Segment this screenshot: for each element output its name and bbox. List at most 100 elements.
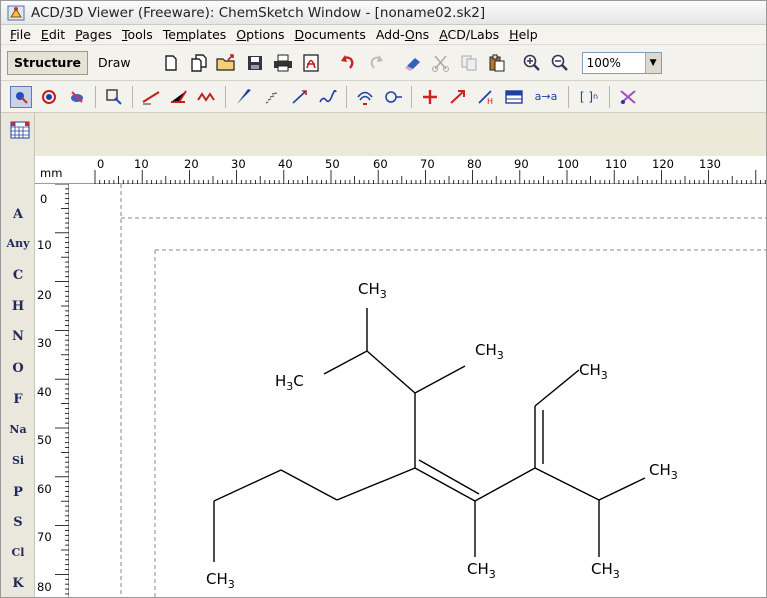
h-tick-label: 50: [325, 157, 340, 171]
v-tick-label: 50: [37, 433, 52, 447]
zoom-select[interactable]: 100% ▼: [581, 51, 662, 74]
functional-group-icon[interactable]: [382, 86, 404, 108]
h-tick-label: 0: [97, 157, 105, 171]
menu-tools[interactable]: Tools: [121, 27, 153, 42]
menu-help[interactable]: Help: [509, 27, 538, 42]
palette-element-a[interactable]: A: [12, 207, 24, 222]
single-bond-icon[interactable]: [140, 86, 162, 108]
bond[interactable]: [323, 350, 368, 375]
palette-element-c[interactable]: C: [12, 268, 24, 283]
print-icon[interactable]: [272, 52, 294, 74]
hash-bond-icon[interactable]: [261, 86, 283, 108]
atom-label[interactable]: CH3: [467, 560, 496, 581]
draw-mode-button[interactable]: Draw: [97, 55, 131, 70]
window-title: ACD/3D Viewer (Freeware): ChemSketch Win…: [31, 4, 486, 21]
palette-element-o[interactable]: O: [12, 361, 24, 376]
pdf-export-icon[interactable]: [300, 52, 322, 74]
bond[interactable]: [213, 469, 282, 502]
clean-structure-icon[interactable]: [617, 86, 639, 108]
v-tick-label: 0: [40, 192, 48, 206]
app-icon: [7, 5, 25, 21]
menu-add-ons[interactable]: Add-Ons: [375, 27, 430, 42]
chain-bond-icon[interactable]: [196, 86, 218, 108]
atom-label[interactable]: CH3: [591, 560, 620, 581]
zoom-out-icon[interactable]: [549, 52, 571, 74]
add-charge-icon[interactable]: [419, 86, 441, 108]
bond[interactable]: [366, 350, 416, 394]
menu-pages[interactable]: Pages: [75, 27, 112, 42]
bond[interactable]: [418, 459, 480, 495]
bracket-tool-icon[interactable]: [ ]n: [579, 89, 599, 104]
palette-element-k[interactable]: K: [12, 576, 24, 591]
palette-element-p[interactable]: P: [13, 485, 23, 500]
bond[interactable]: [414, 467, 476, 502]
bond[interactable]: [414, 365, 466, 394]
eraser-icon[interactable]: [402, 52, 424, 74]
h-tick-label: 30: [231, 157, 246, 171]
h-tick-label: 80: [467, 157, 482, 171]
bond[interactable]: [336, 467, 416, 501]
atom-label[interactable]: CH3: [475, 341, 504, 362]
structure-mode-button[interactable]: Structure: [7, 50, 88, 75]
h-tick-label: 10: [134, 157, 149, 171]
bond[interactable]: [280, 469, 338, 501]
atom-mapping-icon[interactable]: a→a: [534, 90, 558, 103]
menu-file[interactable]: File: [10, 27, 31, 42]
menu-documents[interactable]: Documents: [294, 27, 366, 42]
palette-element-h[interactable]: H: [11, 299, 25, 314]
atom-label[interactable]: CH3: [358, 280, 387, 301]
select-tool-icon[interactable]: [10, 85, 32, 108]
rotate-tool-icon[interactable]: [38, 86, 60, 108]
wedge-bond-icon[interactable]: [233, 86, 255, 108]
open-icon[interactable]: [216, 52, 238, 74]
ring-template-icon[interactable]: [354, 86, 376, 108]
3d-rotate-icon[interactable]: [66, 86, 88, 108]
palette-element-s[interactable]: S: [13, 515, 23, 530]
title-bar: ACD/3D Viewer (Freeware): ChemSketch Win…: [1, 1, 766, 25]
palette-element-any[interactable]: Any: [6, 237, 30, 250]
copy-icon[interactable]: [458, 52, 480, 74]
bond[interactable]: [534, 369, 580, 407]
lasso-select-icon[interactable]: [103, 86, 125, 108]
atom-label[interactable]: CH3: [206, 570, 235, 591]
palette-element-na[interactable]: Na: [9, 423, 27, 436]
menu-edit[interactable]: Edit: [40, 27, 66, 42]
new-page-icon[interactable]: [160, 52, 182, 74]
up-bond-icon[interactable]: [289, 86, 311, 108]
wavy-bond-icon[interactable]: [317, 86, 339, 108]
menu-options[interactable]: Options: [236, 27, 285, 42]
undo-icon[interactable]: [337, 52, 359, 74]
arrow-tool-icon[interactable]: [447, 86, 469, 108]
palette-element-f[interactable]: F: [13, 392, 23, 407]
cut-icon[interactable]: [430, 52, 452, 74]
atom-label[interactable]: CH3: [649, 461, 678, 482]
menu-templates[interactable]: Templates: [162, 27, 227, 42]
branch-bond-icon[interactable]: [168, 86, 190, 108]
horizontal-ruler: mm 0 10 20 30 40 50 60 70 80 90 100 110 …: [35, 156, 766, 184]
paste-icon[interactable]: [486, 52, 508, 74]
main-toolbar: Structure Draw: [1, 45, 766, 81]
drawing-canvas[interactable]: CH3 CH3 H3C CH3 CH3 CH3 CH3 CH3: [69, 184, 766, 597]
palette-element-n[interactable]: N: [12, 329, 24, 344]
bond[interactable]: [598, 477, 646, 501]
vertical-ruler: 0 10 20 30 40 50 60 70 80: [35, 184, 69, 597]
table-icon[interactable]: [503, 86, 525, 108]
bond[interactable]: [474, 467, 536, 502]
periodic-table-icon[interactable]: [9, 119, 31, 141]
new-document-icon[interactable]: [188, 52, 210, 74]
palette-element-si[interactable]: Si: [11, 454, 25, 467]
save-icon[interactable]: [244, 52, 266, 74]
menu-bar: File Edit Pages Tools Templates Options …: [1, 25, 766, 45]
explicit-hydrogen-icon[interactable]: H: [475, 86, 497, 108]
h-tick-label: 40: [278, 157, 293, 171]
zoom-in-icon[interactable]: [521, 52, 543, 74]
redo-icon[interactable]: [365, 52, 387, 74]
menu-acdlabs[interactable]: ACD/Labs: [439, 27, 500, 42]
bond[interactable]: [534, 467, 600, 501]
chevron-down-icon[interactable]: ▼: [644, 52, 661, 73]
palette-element-cl[interactable]: Cl: [11, 546, 25, 559]
h-tick-label: 20: [184, 157, 199, 171]
atom-label[interactable]: H3C: [275, 372, 304, 393]
atom-label[interactable]: CH3: [579, 361, 608, 382]
